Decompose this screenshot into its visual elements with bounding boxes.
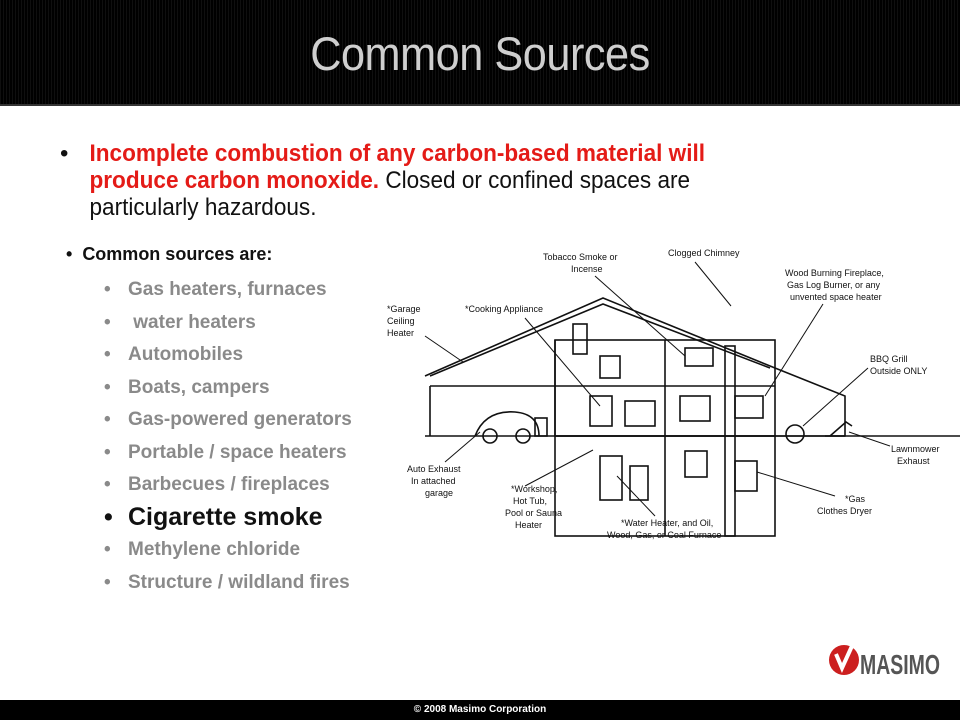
- svg-text:Hot Tub,: Hot Tub,: [513, 496, 547, 506]
- main-bullet: • Incomplete combustion of any carbon-ba…: [60, 140, 826, 221]
- svg-text:Pool or Sauna: Pool or Sauna: [505, 508, 562, 518]
- svg-text:MASIMO: MASIMO: [860, 649, 940, 680]
- sub-heading: • Common sources are:: [66, 244, 272, 265]
- sources-list: •Gas heaters, furnaces • water heaters •…: [104, 274, 352, 599]
- sub-heading-text: Common sources are:: [82, 244, 273, 264]
- list-item: •Gas-powered generators: [104, 409, 352, 431]
- list-item: •Portable / space heaters: [104, 441, 347, 463]
- footer: © 2008 Masimo Corporation: [0, 700, 960, 720]
- main-bullet-red-text: Incomplete combustion of any carbon-base…: [89, 140, 706, 194]
- svg-text:Exhaust: Exhaust: [897, 456, 930, 466]
- list-item: •Barbecues / fireplaces: [104, 474, 330, 496]
- svg-text:In attached: In attached: [411, 476, 456, 486]
- bullet-dot: •: [66, 244, 73, 264]
- list-item: •Boats, campers: [104, 376, 270, 398]
- list-item: •Automobiles: [104, 344, 244, 366]
- list-item: •Methylene chloride: [104, 539, 301, 561]
- bullet-dot: •: [60, 140, 69, 167]
- main-bullet-black-text: Closed or confined spaces are particular…: [89, 167, 691, 221]
- list-item-emphasized: •Cigarette smoke: [104, 503, 323, 532]
- svg-text:Outside ONLY: Outside ONLY: [870, 366, 927, 376]
- diagram-label-fireplace: Wood Burning Fireplace,: [785, 268, 884, 278]
- diagram-label-cooking: *Cooking Appliance: [465, 304, 543, 314]
- svg-text:Incense: Incense: [571, 264, 603, 274]
- house-diagram: Tobacco Smoke or Incense Clogged Chimney…: [387, 248, 960, 540]
- svg-text:Ceiling: Ceiling: [387, 316, 415, 326]
- svg-text:Clothes Dryer: Clothes Dryer: [817, 506, 872, 516]
- svg-text:unvented space heater: unvented space heater: [790, 292, 882, 302]
- diagram-label-water-heater: *Water Heater, and Oil,: [621, 518, 713, 528]
- diagram-label-auto: Auto Exhaust: [407, 464, 461, 474]
- diagram-label-bbq: BBQ Grill: [870, 354, 908, 364]
- svg-text:Heater: Heater: [515, 520, 542, 530]
- svg-text:Gas Log Burner, or any: Gas Log Burner, or any: [787, 280, 881, 290]
- diagram-label-lawnmower: Lawnmower: [891, 444, 940, 454]
- masimo-logo: MASIMO: [829, 645, 940, 680]
- list-item: • water heaters: [104, 311, 256, 333]
- slide-title: Common Sources: [310, 27, 650, 80]
- list-item: •Gas heaters, furnaces: [104, 279, 327, 301]
- diagram-label-workshop: *Workshop,: [511, 484, 557, 494]
- svg-text:garage: garage: [425, 488, 453, 498]
- title-bar: Common Sources: [0, 0, 960, 106]
- svg-text:Wood, Gas, or Coal Furnace: Wood, Gas, or Coal Furnace: [607, 530, 721, 540]
- list-item: •Structure / wildland fires: [104, 571, 350, 593]
- diagram-label-chimney: Clogged Chimney: [668, 248, 740, 258]
- svg-text:Heater: Heater: [387, 328, 414, 338]
- diagram-label-tobacco: Tobacco Smoke or: [543, 252, 618, 262]
- diagram-label-dryer: *Gas: [845, 494, 866, 504]
- diagram-label-garage-heater: *Garage: [387, 304, 421, 314]
